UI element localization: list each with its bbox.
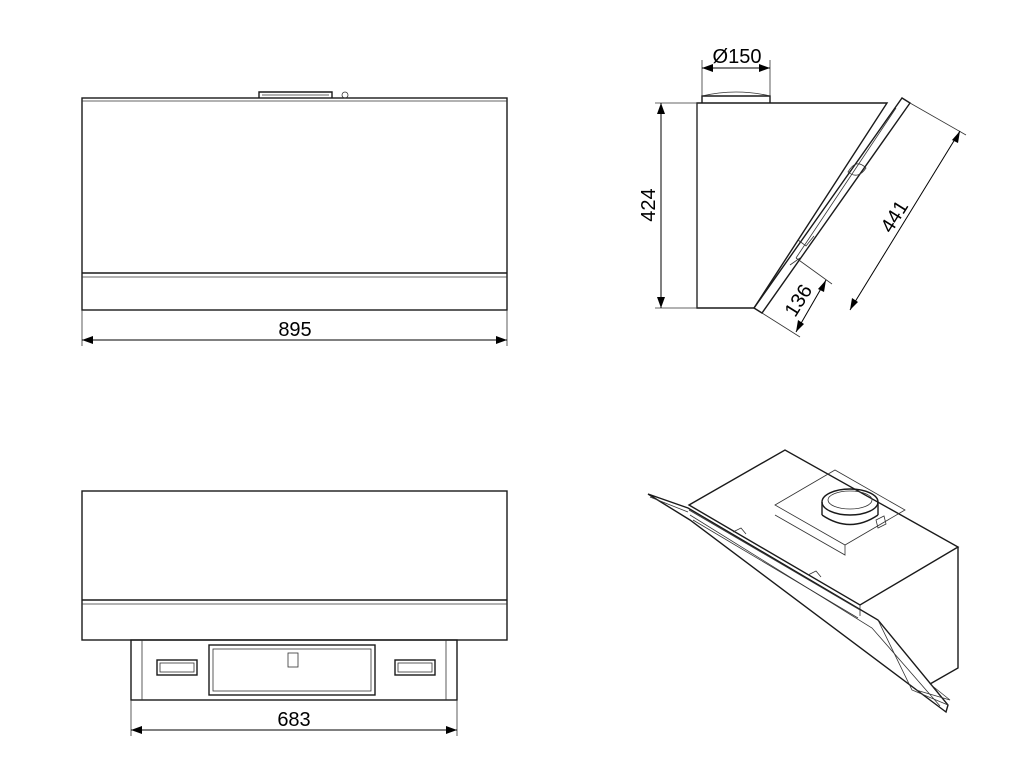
duct-diameter-dimension: Ø150 bbox=[702, 46, 770, 72]
front-view bbox=[81, 91, 508, 346]
glass-gap-label: 136 bbox=[781, 281, 817, 321]
side-height-dimension: 424 bbox=[638, 103, 665, 308]
bottom-view bbox=[81, 490, 508, 736]
front-width-dimension: 895 bbox=[82, 319, 507, 344]
side-view bbox=[655, 60, 967, 338]
duct-diameter-label: Ø150 bbox=[713, 46, 762, 68]
glass-gap-dimension: 136 bbox=[781, 279, 827, 333]
glass-depth-label: 441 bbox=[877, 197, 913, 237]
bottom-width-dimension: 683 bbox=[131, 709, 457, 734]
side-height-label: 424 bbox=[638, 188, 660, 221]
isometric-view bbox=[647, 449, 960, 714]
bottom-width-label: 683 bbox=[277, 709, 310, 731]
glass-depth-dimension: 441 bbox=[849, 130, 961, 311]
front-width-label: 895 bbox=[278, 319, 311, 341]
